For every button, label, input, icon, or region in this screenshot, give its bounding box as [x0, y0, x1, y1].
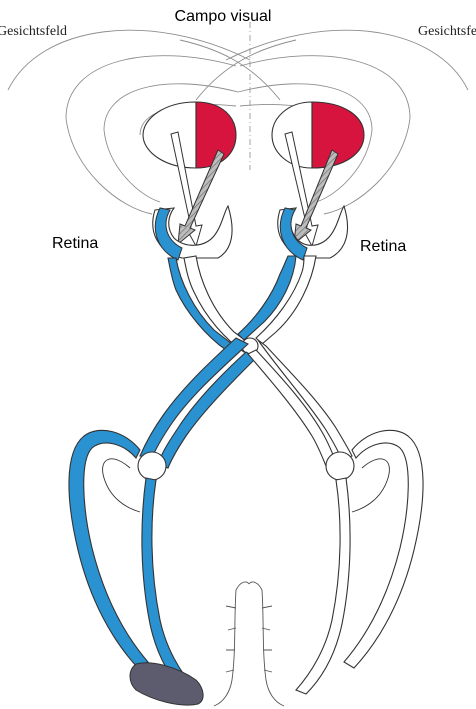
- field-label-right: Gesichtsfeld: [418, 24, 476, 39]
- right-tract-white-inner: [248, 350, 336, 466]
- right-meyer-loop-white: [344, 430, 423, 668]
- optic-radiations: [69, 430, 423, 694]
- right-radiation-thin-loop: [352, 459, 389, 512]
- left-tract-blue-outer: [140, 338, 248, 458]
- diagram-title: Campo visual: [175, 8, 272, 25]
- right-radiation-white-inner: [296, 478, 350, 694]
- optic-nerves: [168, 256, 316, 352]
- occipital-pole-left: [236, 582, 249, 590]
- occipital-pole-right: [249, 582, 262, 590]
- left-lgn: [138, 452, 166, 480]
- optic-tracts: [140, 338, 352, 468]
- calcarine-sketch: [214, 582, 284, 706]
- retina-label-right: Retina: [360, 238, 406, 255]
- retina-label-left: Retina: [52, 235, 98, 252]
- left-field-white-half: [143, 102, 196, 168]
- field-label-left: Gesichtsfeld: [0, 24, 67, 39]
- left-radiation-blue-inner: [142, 478, 196, 694]
- right-lgn: [326, 452, 354, 480]
- right-field-red-half: [312, 102, 364, 168]
- visual-field-arcs: [8, 30, 468, 214]
- left-meyer-loop-blue: [69, 430, 148, 668]
- right-tract-white-outer: [258, 340, 352, 460]
- left-visual-cortex-shaded: [130, 663, 203, 705]
- left-radiation-thin-loop: [103, 459, 140, 512]
